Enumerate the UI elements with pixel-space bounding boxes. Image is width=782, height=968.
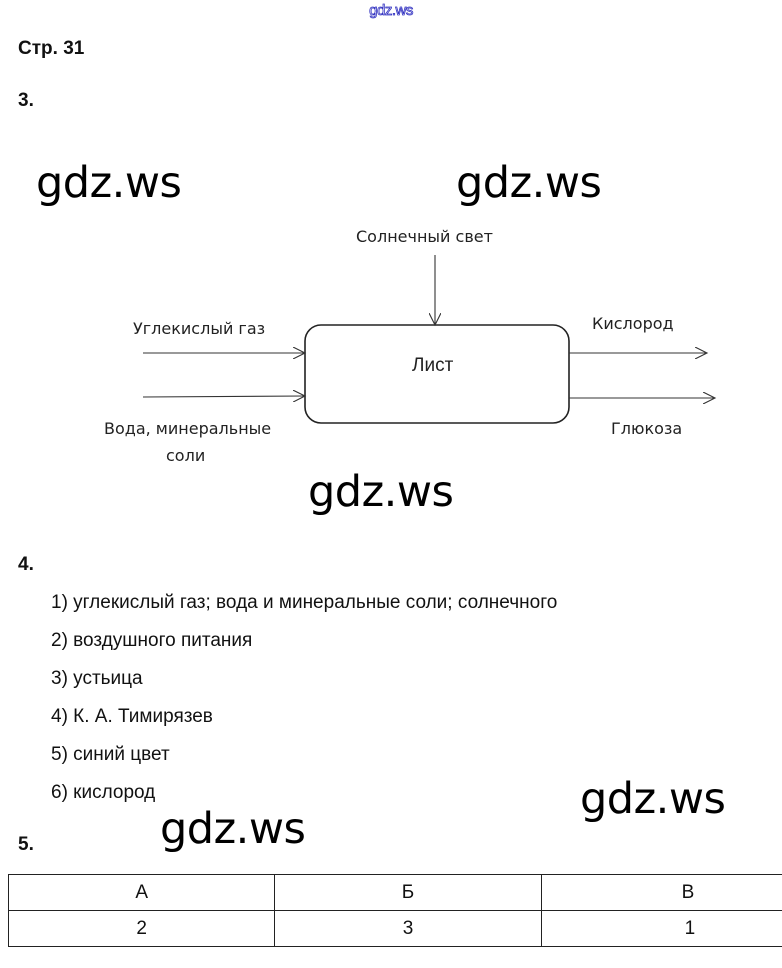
answer-item: 6) кислород: [51, 782, 156, 803]
table-cell: 1: [540, 910, 782, 947]
answer-item: 3) устьица: [51, 668, 143, 689]
label-water-line1: Вода, минеральные: [104, 419, 272, 438]
table-header-cell: В: [540, 874, 782, 911]
label-co2: Углекислый газ: [133, 319, 266, 338]
question-4-number: 4.: [18, 554, 34, 575]
label-leaf: Лист: [412, 355, 454, 376]
answer-item: 5) синий цвет: [51, 744, 170, 765]
label-glucose: Глюкоза: [611, 419, 683, 438]
table-header-cell: Б: [274, 874, 542, 911]
watermark: gdz.ws: [580, 774, 726, 824]
watermark: gdz.ws: [456, 158, 602, 208]
arrow-water: [142, 396, 305, 397]
answer-table: А Б В 2 3 1: [7, 874, 782, 947]
watermark: gdz.ws: [36, 158, 182, 208]
table-cell: 2: [7, 910, 276, 947]
table-header-row: А Б В: [7, 874, 782, 911]
page-label: Стр. 31: [18, 38, 85, 59]
site-watermark-header[interactable]: gdz.ws: [369, 2, 414, 20]
question-5-number: 5.: [18, 834, 34, 855]
label-sunlight: Солнечный свет: [356, 227, 493, 246]
table-header-cell: А: [7, 874, 276, 911]
watermark: gdz.ws: [308, 467, 454, 517]
table-cell: 3: [274, 910, 542, 947]
watermark: gdz.ws: [160, 804, 306, 854]
answer-item: 2) воздушного питания: [51, 630, 253, 651]
answer-item: 1) углекислый газ; вода и минеральные со…: [51, 592, 558, 613]
label-water-line2: соли: [166, 446, 206, 465]
label-oxygen: Кислород: [592, 314, 674, 333]
table-row: 2 3 1: [7, 910, 782, 947]
answer-item: 4) К. А. Тимирязев: [51, 706, 213, 727]
question-3-number: 3.: [18, 90, 34, 111]
